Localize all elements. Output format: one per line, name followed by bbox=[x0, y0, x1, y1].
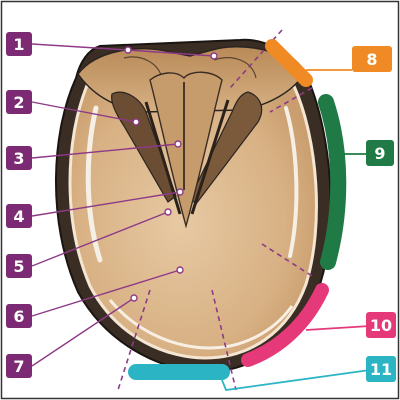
badge-4-label: 4 bbox=[13, 207, 24, 226]
badge-3: 3 bbox=[6, 146, 32, 170]
white-line-right bbox=[284, 106, 299, 258]
bracket-10 bbox=[241, 283, 329, 367]
badge-10-label: 10 bbox=[370, 316, 392, 335]
badge-10: 10 bbox=[366, 312, 396, 338]
badge-2: 2 bbox=[6, 90, 32, 114]
badge-9-label: 9 bbox=[374, 144, 385, 163]
white-line-left bbox=[85, 105, 103, 263]
right-leader-lines bbox=[221, 69, 371, 391]
badge-5: 5 bbox=[6, 254, 32, 278]
badge-6-label: 6 bbox=[13, 307, 24, 326]
badge-7: 7 bbox=[6, 354, 32, 378]
badge-5-label: 5 bbox=[13, 257, 24, 276]
badge-11-label: 11 bbox=[370, 360, 392, 379]
frog bbox=[149, 71, 223, 229]
badge-8-label: 8 bbox=[366, 50, 377, 69]
badge-11: 11 bbox=[366, 356, 396, 382]
bracket-9 bbox=[318, 94, 347, 270]
badge-4: 4 bbox=[6, 204, 32, 228]
badge-1: 1 bbox=[6, 32, 32, 56]
badge-1-label: 1 bbox=[13, 35, 24, 54]
badge-6: 6 bbox=[6, 304, 32, 328]
badge-9: 9 bbox=[366, 140, 394, 166]
badge-7-label: 7 bbox=[13, 357, 24, 376]
badge-2-label: 2 bbox=[13, 93, 24, 112]
badge-3-label: 3 bbox=[13, 149, 24, 168]
right-badges: 8 9 10 11 bbox=[352, 46, 396, 382]
left-badges: 1 2 3 4 5 6 7 bbox=[6, 32, 32, 378]
badge-8: 8 bbox=[352, 46, 392, 72]
leader-dots bbox=[124, 46, 218, 302]
bracket-8 bbox=[265, 39, 313, 87]
